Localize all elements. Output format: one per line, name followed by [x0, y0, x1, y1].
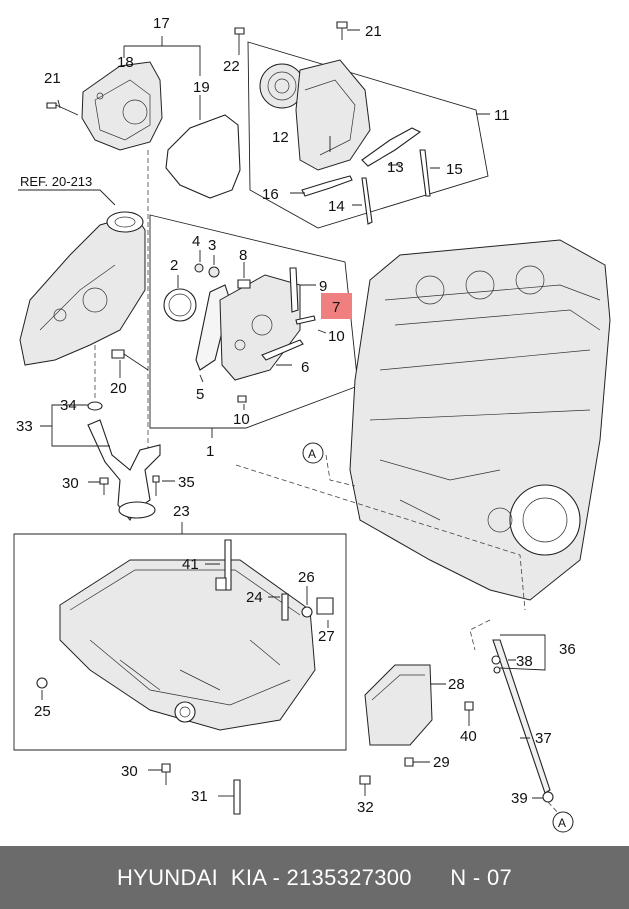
callout-23: 23: [173, 503, 190, 520]
oil-pump-assembly: [18, 150, 149, 460]
callout-34: 34: [60, 397, 77, 414]
callout-22: 22: [223, 58, 240, 75]
view-marker-a-upper: A: [308, 447, 316, 461]
callout-30-lower: 30: [121, 763, 138, 780]
view-marker-a-lower-circle: [552, 811, 574, 833]
callout-21-left: 21: [44, 70, 61, 87]
callout-28: 28: [448, 676, 465, 693]
callout-4: 4: [192, 233, 200, 250]
callout-11: 11: [494, 107, 510, 124]
callout-30-upper: 30: [62, 475, 79, 492]
callout-8: 8: [239, 247, 247, 264]
lower-timing-cover-box: [149, 214, 359, 438]
callout-18: 18: [117, 54, 134, 71]
callout-7: 7: [332, 299, 340, 316]
callout-1: 1: [206, 443, 214, 460]
callout-2: 2: [170, 257, 178, 274]
callout-27: 27: [318, 628, 335, 645]
exploded-parts-diagram: 17 18 19 21 22 21 11 12 13 15 16 14 REF.…: [13, 15, 611, 833]
callout-5: 5: [196, 386, 204, 403]
part-number-footer: HYUNDAI KIA - 2135327300 N - 07: [0, 846, 629, 909]
callout-15: 15: [446, 161, 463, 178]
callout-12: 12: [272, 129, 289, 146]
upper-timing-cover-group: [46, 36, 241, 199]
callout-21-right: 21: [365, 23, 382, 40]
callout-41: 41: [182, 556, 199, 573]
callout-labels: 17 18 19 21 22 21 11 12 13 15 16 14 REF.…: [16, 15, 576, 833]
callout-3: 3: [208, 237, 216, 254]
oil-pan-box: [13, 522, 347, 751]
oil-strainer-group: [40, 401, 175, 522]
view-marker-a-lower: A: [558, 816, 566, 830]
callout-36: 36: [559, 641, 576, 658]
callout-33: 33: [16, 418, 33, 435]
callout-39: 39: [511, 790, 528, 807]
callout-26: 26: [298, 569, 315, 586]
callout-38: 38: [516, 653, 533, 670]
callout-6: 6: [301, 359, 309, 376]
callout-16: 16: [262, 186, 279, 203]
callout-7-highlight: [321, 293, 352, 319]
callout-17: 17: [153, 15, 170, 32]
reference-label: REF. 20-213: [20, 174, 92, 189]
baffle-and-dipstick: [148, 619, 561, 816]
callout-19: 19: [193, 79, 210, 96]
callout-20: 20: [110, 380, 127, 397]
callout-37: 37: [535, 730, 552, 747]
timing-belt-cover-box: [234, 21, 490, 229]
callout-9: 9: [319, 278, 327, 295]
engine-block: [235, 239, 611, 611]
callout-10-upper: 10: [328, 328, 345, 345]
callout-14: 14: [328, 198, 345, 215]
callout-10-lower: 10: [233, 411, 250, 428]
callout-31: 31: [191, 788, 208, 805]
view-marker-a-upper-circle: [302, 442, 324, 464]
callout-40: 40: [460, 728, 477, 745]
callout-25: 25: [34, 703, 51, 720]
callout-13: 13: [387, 159, 404, 176]
callout-24: 24: [246, 589, 263, 606]
callout-35: 35: [178, 474, 195, 491]
callout-32: 32: [357, 799, 374, 816]
callout-29: 29: [433, 754, 450, 771]
